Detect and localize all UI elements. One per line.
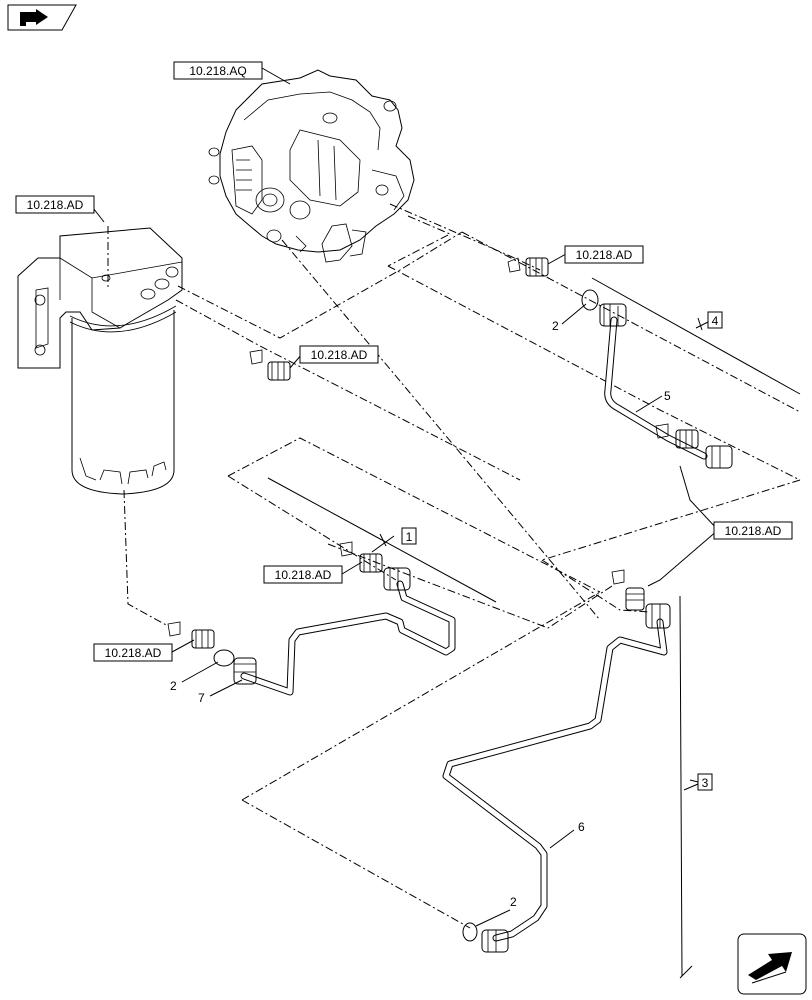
assembly-brackets [267,277,801,979]
fuel-filter [17,227,183,495]
ref-box-pump[interactable]: 10.218.AQ [173,61,263,80]
ref-label-fitting-pump: 10.218.AD [576,248,633,262]
fuel-pump [208,69,415,263]
ref-label-filter: 10.218.AD [27,198,84,212]
pipe-5 [599,303,733,469]
ref-box-fitting-left[interactable]: 10.218.AD [93,643,173,662]
callout-oring-bottom: 2 [510,895,517,909]
assembly-label-3: 3 [702,776,709,790]
ref-box-fitting-mid[interactable]: 10.218.AD [263,565,343,584]
ref-box-fitting-pump[interactable]: 10.218.AD [564,245,644,264]
callout-oring-top: 2 [552,319,559,333]
ref-label-fitting-filter: 10.218.AD [311,348,368,362]
ref-label-fitting-left: 10.218.AD [105,646,162,660]
callout-pipe-6: 6 [578,820,585,834]
banjo-fitting-right [655,423,699,449]
callout-pipe-5: 5 [664,389,671,403]
banjo-fitting-pump [507,257,549,277]
assembly-box-1[interactable]: 1 [401,527,417,545]
o-ring-bottom [462,922,478,942]
ref-label-pump: 10.218.AQ [189,64,246,78]
ref-box-filter[interactable]: 10.218.AD [15,195,95,214]
ref-label-fitting-right: 10.218.AD [725,524,782,538]
ref-label-fitting-mid: 10.218.AD [275,568,332,582]
assembly-box-4[interactable]: 4 [707,311,723,329]
assembly-box-3[interactable]: 3 [697,773,713,791]
banjo-fitting-filter [249,349,291,381]
callout-oring-left: 2 [170,679,177,693]
o-ring-left [213,649,235,667]
banjo-fitting-lower [611,569,645,611]
leader-lines [89,67,719,927]
pipe-6 [442,603,671,953]
routing-lines [107,203,801,929]
nav-back-icon[interactable] [7,4,77,31]
callout-fitting-7: 7 [198,691,205,705]
o-ring-top [581,289,599,311]
pipe-7 [233,567,456,696]
assembly-label-4: 4 [712,314,719,328]
banjo-fitting-left [167,621,215,649]
nav-forward-icon[interactable] [737,933,807,995]
ref-box-fitting-right[interactable]: 10.218.AD [713,521,793,540]
ref-box-fitting-filter[interactable]: 10.218.AD [299,345,379,364]
assembly-label-1: 1 [406,530,413,544]
